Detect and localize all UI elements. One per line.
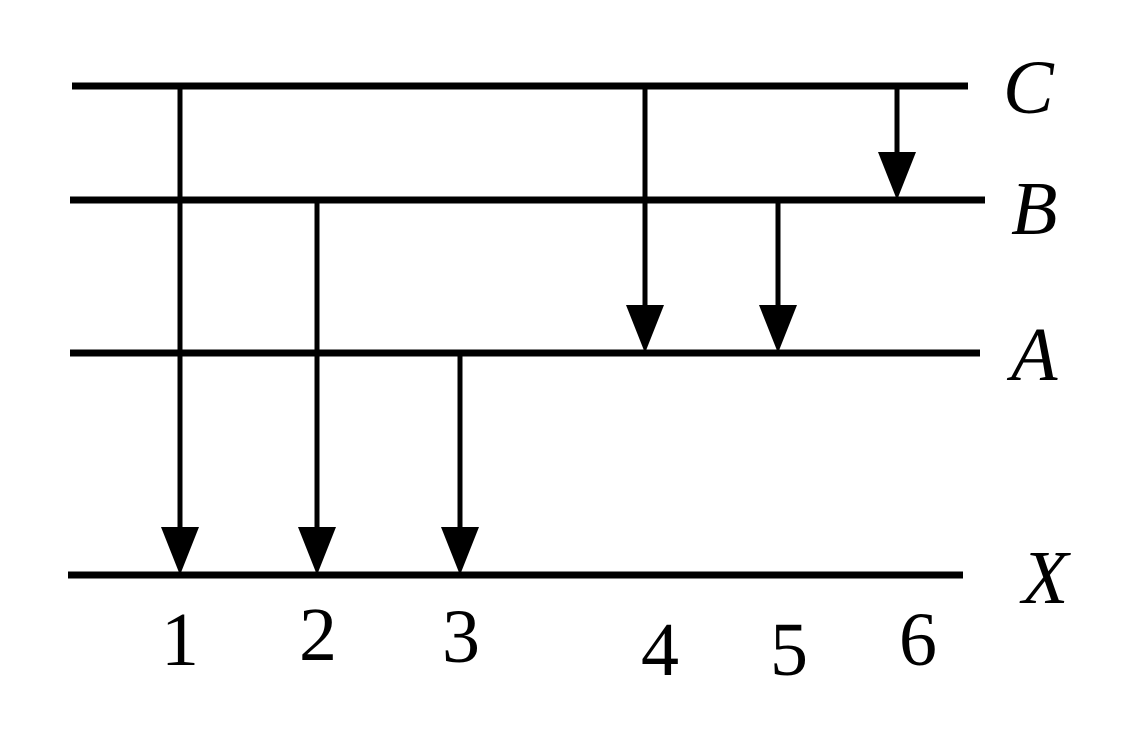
transition-2: 2 bbox=[298, 200, 337, 677]
transition-4: 4 bbox=[626, 86, 679, 692]
transition-label-2: 2 bbox=[299, 593, 337, 677]
transition-5-arrowhead bbox=[759, 305, 797, 353]
transition-4-arrowhead bbox=[626, 305, 664, 353]
transition-label-3: 3 bbox=[442, 595, 480, 679]
level-label-a: A bbox=[1006, 313, 1058, 397]
transition-5: 5 bbox=[759, 200, 808, 692]
level-x: X bbox=[68, 536, 1071, 620]
level-a: A bbox=[70, 313, 1058, 397]
transition-3-arrowhead bbox=[441, 527, 479, 575]
transition-3: 3 bbox=[441, 353, 480, 679]
level-label-b: B bbox=[1011, 167, 1057, 251]
transition-6-arrowhead bbox=[878, 152, 916, 200]
level-label-x: X bbox=[1019, 536, 1071, 620]
transition-label-6: 6 bbox=[899, 598, 937, 682]
transition-label-1: 1 bbox=[161, 598, 199, 682]
transition-1-arrowhead bbox=[161, 527, 199, 575]
transition-2-arrowhead bbox=[298, 527, 336, 575]
level-b: B bbox=[70, 167, 1057, 251]
transition-6: 6 bbox=[878, 86, 937, 682]
transition-1: 1 bbox=[161, 86, 199, 682]
level-label-c: C bbox=[1003, 46, 1055, 130]
transition-label-4: 4 bbox=[641, 608, 679, 692]
transition-label-5: 5 bbox=[770, 608, 808, 692]
level-c: C bbox=[72, 46, 1055, 130]
